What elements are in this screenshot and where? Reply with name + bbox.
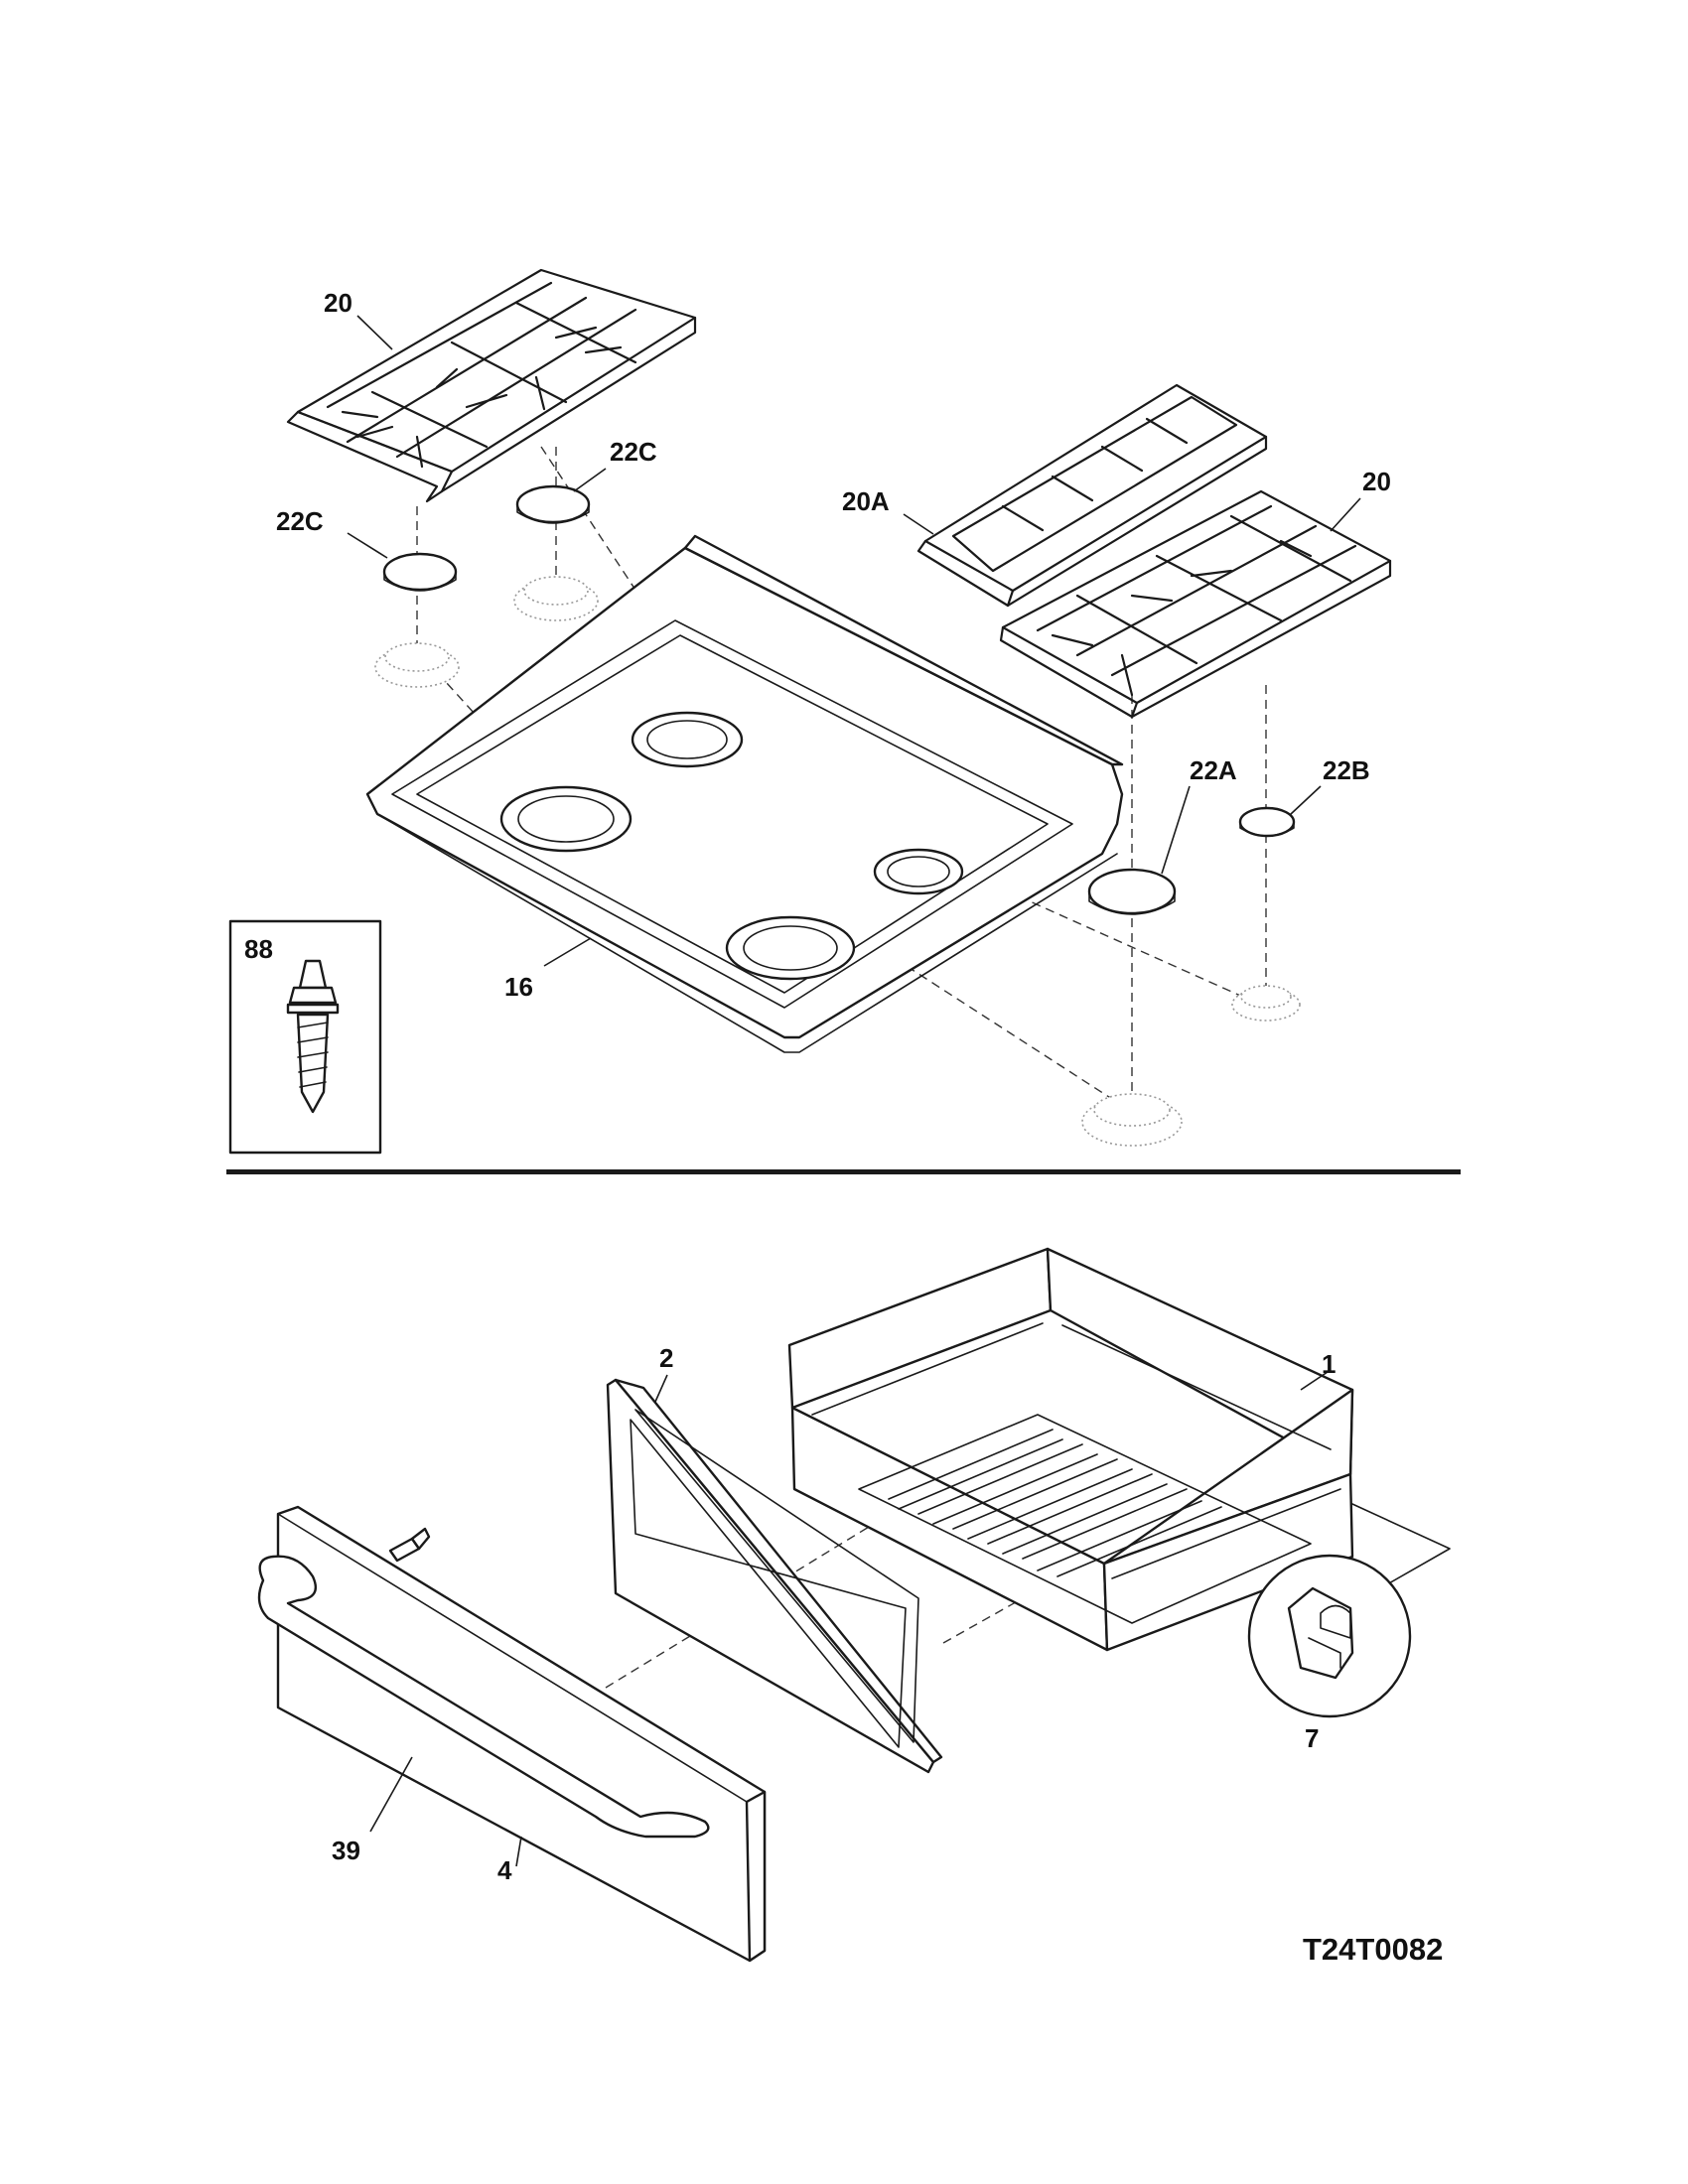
- callout-cap-left-back: 22C: [610, 437, 657, 467]
- drawer-box-part-1: [787, 1247, 1451, 1652]
- callout-drawer-box: 1: [1322, 1349, 1336, 1379]
- callout-drawer-panel: 4: [497, 1855, 512, 1885]
- cooktop-part-16: [365, 534, 1124, 1053]
- grate-right-part-20: [999, 489, 1392, 719]
- caps-left-part-22c: [382, 484, 591, 592]
- cap-right-large-22a: [1087, 868, 1177, 915]
- grate-center-part-20a: [916, 383, 1268, 608]
- callout-cap-right-small: 22B: [1323, 755, 1370, 785]
- caps-right: [1087, 806, 1296, 915]
- drawer-handle-part-39: [257, 1555, 710, 1839]
- drawer-clip-inset-7: [1247, 1554, 1412, 1718]
- cap-left-front: [382, 552, 458, 592]
- callout-grate-right: 20: [1362, 467, 1391, 496]
- callout-drawer-clip: 7: [1305, 1723, 1319, 1753]
- callout-drawer-frame: 2: [659, 1343, 673, 1373]
- drawer-panel-part-4: [276, 1505, 767, 1963]
- callout-cap-left-front: 22C: [276, 506, 324, 536]
- drawer-frame-part-2: [606, 1378, 943, 1774]
- burner-bases: [374, 576, 1301, 1147]
- callout-grate-left: 20: [324, 288, 352, 318]
- inset-screw-88: [228, 919, 382, 1155]
- cap-left-back: [515, 484, 591, 524]
- callout-cap-right-large: 22A: [1190, 755, 1237, 785]
- leaders-bottom: [369, 1369, 1332, 1867]
- leaders-top: [347, 315, 1361, 967]
- callout-cooktop: 16: [504, 972, 533, 1002]
- grate-left-part-20: [286, 268, 697, 503]
- callout-drawer-handle: 39: [332, 1836, 360, 1865]
- drawer-screw: [388, 1527, 431, 1563]
- callout-screw-inset: 88: [244, 934, 273, 964]
- document-id: T24T0082: [1303, 1932, 1443, 1967]
- callout-grate-center: 20A: [842, 486, 890, 516]
- section-divider: [226, 1169, 1461, 1174]
